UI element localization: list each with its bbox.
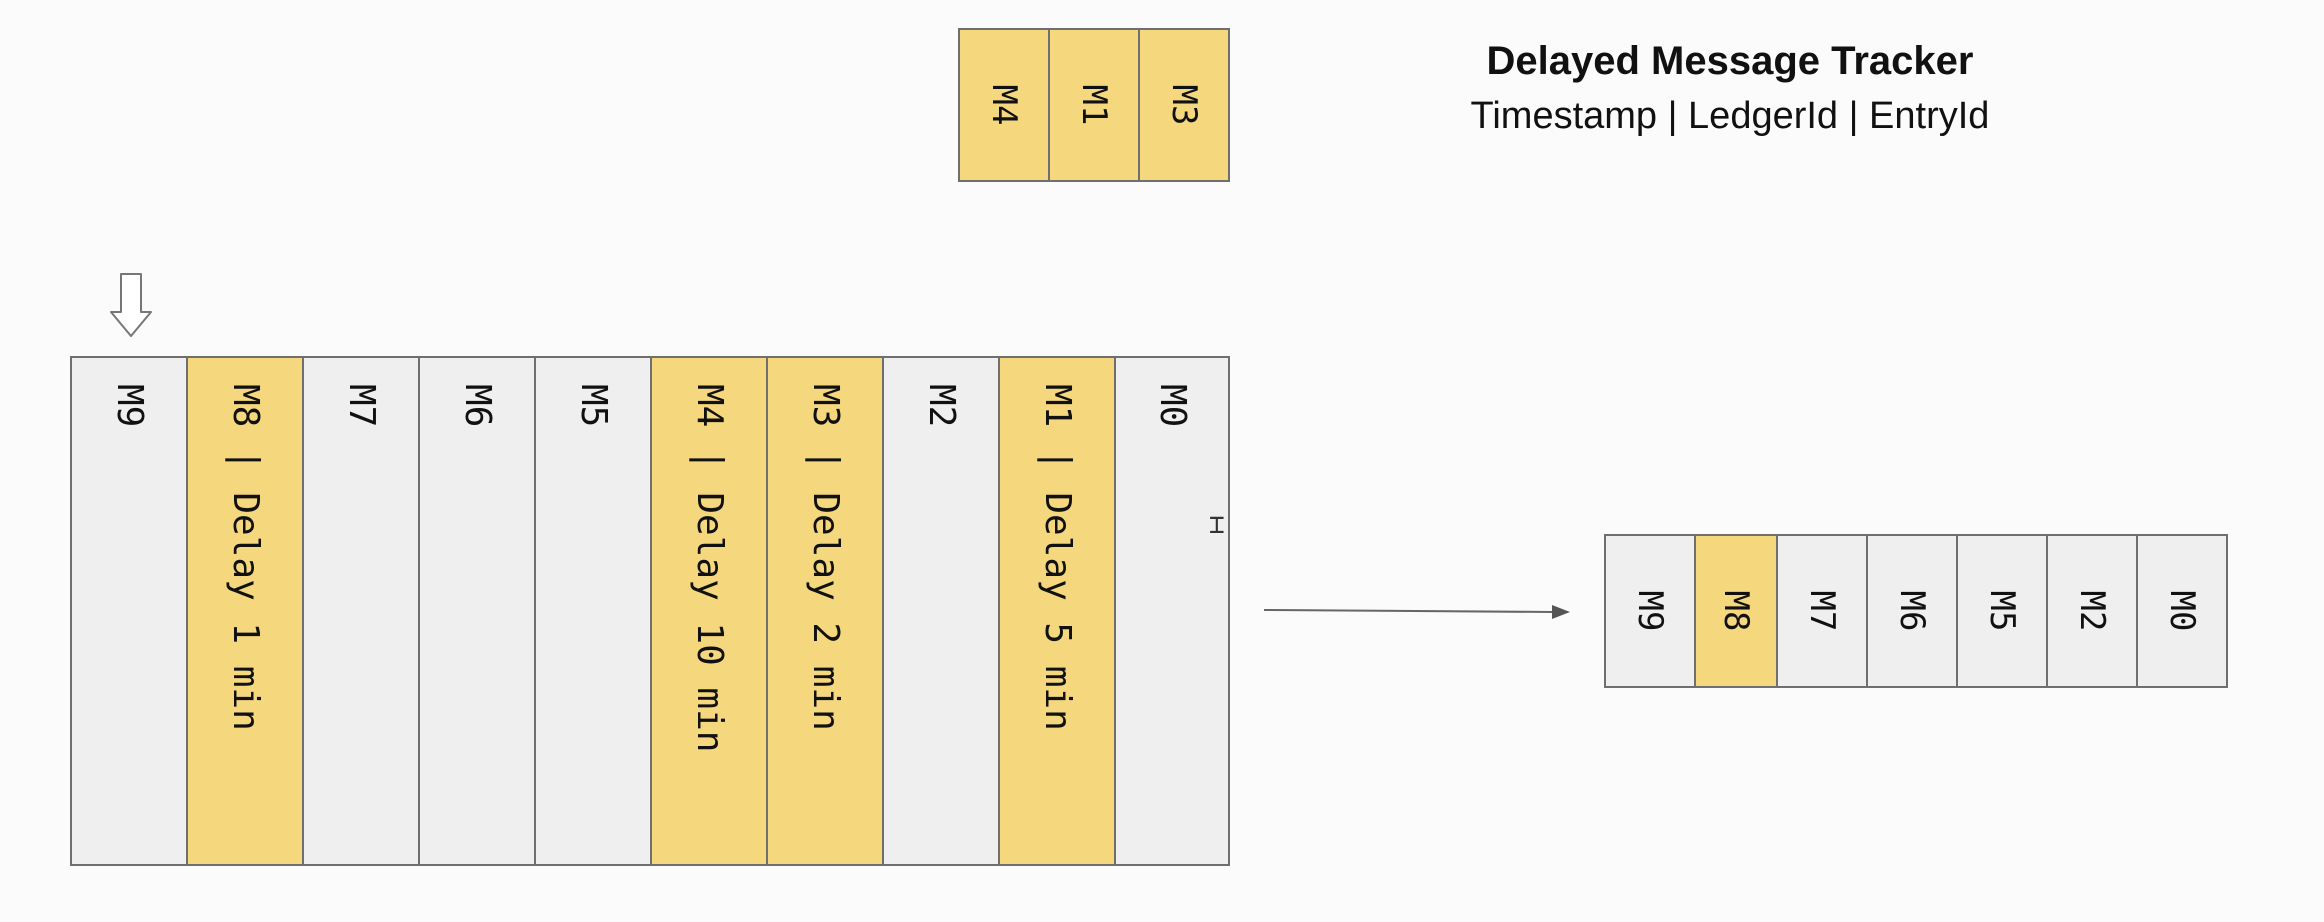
ledger-cell-label: M8 | Delay 1 min <box>225 384 266 731</box>
ledger-cell-label: M6 <box>457 384 498 428</box>
ledger-cell-label: M9 <box>109 384 150 428</box>
output-cell-label: M0 <box>2162 590 2202 632</box>
ledger-cell: M6 <box>418 356 536 866</box>
ledger-cell: M0 <box>1114 356 1230 866</box>
flow-arrow-head-icon <box>1552 605 1570 619</box>
ledger-cell-label: M7 <box>341 384 382 428</box>
output-cell-label: M7 <box>1802 590 1842 632</box>
tracker-cell-label: M3 <box>1164 84 1204 126</box>
output-cell: M2 <box>2046 534 2138 688</box>
ledger-cell-label: M1 | Delay 5 min <box>1037 384 1078 731</box>
tracker-cell-label: M1 <box>1074 84 1114 126</box>
read-pointer-arrow-icon <box>110 273 152 337</box>
ledger-cell: M3 | Delay 2 min <box>766 356 884 866</box>
tracker-title-block: Delayed Message Tracker Timestamp | Ledg… <box>1420 32 2040 142</box>
tracker-cell: M1 <box>1048 28 1140 182</box>
output-cell-label: M5 <box>1982 590 2022 632</box>
ledger-cell-label: M4 | Delay 10 min <box>689 384 730 753</box>
output-cell: M0 <box>2136 534 2228 688</box>
output-cell: M5 <box>1956 534 2048 688</box>
flow-arrow-line <box>1263 609 1553 613</box>
ledger-cell: M9 <box>70 356 188 866</box>
ledger-cell: M2 <box>882 356 1000 866</box>
ledger-cell: M4 | Delay 10 min <box>650 356 768 866</box>
output-cell-label: M6 <box>1892 590 1932 632</box>
ledger-cell-label: M3 | Delay 2 min <box>805 384 846 731</box>
ledger-cell: M5 <box>534 356 652 866</box>
ledger-cell: M7 <box>302 356 420 866</box>
ledger-cell-label: M5 <box>573 384 614 428</box>
output-cell: M9 <box>1604 534 1696 688</box>
tracker-subtitle: Timestamp | LedgerId | EntryId <box>1470 95 1990 137</box>
output-cell-label: M9 <box>1630 590 1670 632</box>
ledger-cell: M1 | Delay 5 min <box>998 356 1116 866</box>
ledger-cell-label: M0 <box>1152 384 1193 428</box>
tracker-cell-label: M4 <box>984 84 1024 126</box>
output-cell: M6 <box>1866 534 1958 688</box>
output-cell-label: M2 <box>2072 590 2112 632</box>
tracker-cell: M3 <box>1138 28 1230 182</box>
tracker-title: Delayed Message Tracker <box>1486 39 1974 83</box>
ledger-cell-label: M2 <box>921 384 962 428</box>
ledger-cell: M8 | Delay 1 min <box>186 356 304 866</box>
tracker-cell: M4 <box>958 28 1050 182</box>
output-cell-label: M8 <box>1716 590 1756 632</box>
output-cell: M8 <box>1694 534 1778 688</box>
text-cursor-icon: ⌶ <box>1209 510 1225 540</box>
output-cell: M7 <box>1776 534 1868 688</box>
